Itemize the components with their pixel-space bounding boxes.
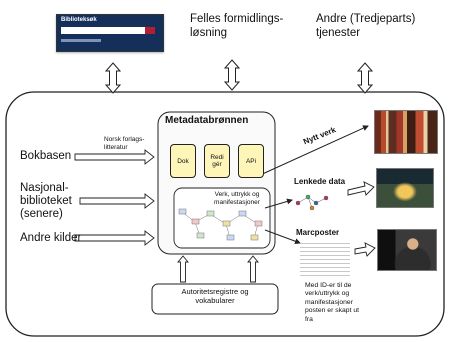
source-andre-kilder: Andre kilder [20, 232, 82, 244]
top-arrow-left [104, 62, 122, 94]
source-bokbasen: Bokbasen [20, 150, 72, 162]
arrow-andre-kilder [74, 230, 155, 246]
tool-api[interactable]: APi [238, 144, 264, 178]
bibliotek-subbar [61, 39, 101, 42]
photo-bookshelf [374, 110, 438, 154]
arrow-to-photo-2 [347, 181, 375, 196]
tool-dok[interactable]: Dok [170, 144, 196, 178]
output-lenkede-data: Lenkede data [294, 177, 346, 186]
bibliotek-window: Biblioteksøk [56, 14, 164, 52]
source-nasjonal: Nasjonal- biblioteket (senere) [20, 182, 72, 221]
arrow-bokbasen [74, 149, 155, 165]
tool-redigere[interactable]: Redi gér [204, 144, 230, 178]
top-arrow-middle [223, 59, 241, 91]
photo-person [377, 229, 437, 271]
top-arrow-right [356, 62, 374, 94]
source-norsk-note: Norsk forlags- litteratur [104, 136, 145, 151]
label-felles: Felles formidlings- løsning [190, 13, 284, 40]
arrow-lenkede [264, 198, 293, 209]
authority-box [151, 283, 279, 315]
bibliotek-window-title: Biblioteksøk [61, 17, 97, 23]
label-andre: Andre (Tredjeparts) tjenester [316, 13, 416, 40]
bibliotek-search-field[interactable] [61, 27, 145, 34]
marc-listing [300, 240, 350, 276]
vum-network [178, 208, 263, 241]
photo-library [376, 168, 434, 208]
output-med-id-note: Med ID-er til de verk/uttrykk og manifes… [305, 282, 360, 323]
arrow-nytt-verk [257, 125, 369, 177]
arrow-nasjonal [79, 193, 155, 209]
bibliotek-search-button[interactable] [145, 27, 155, 34]
arrow-marc [264, 229, 301, 245]
metadatabronnen-title: Metadatabrønnen [165, 115, 249, 126]
auth-arrow-left [177, 255, 189, 283]
output-marcposter: Marcposter [296, 228, 340, 237]
linked-data-graph [295, 194, 329, 211]
outer-frame [5, 91, 445, 337]
authority-label: Autoritetsregistre og vokabularer [181, 287, 249, 305]
vum-label: Verk, uttrykk og manifestasjoner [214, 191, 260, 206]
auth-arrow-right [247, 255, 259, 283]
arrow-to-photo-3 [354, 242, 376, 257]
